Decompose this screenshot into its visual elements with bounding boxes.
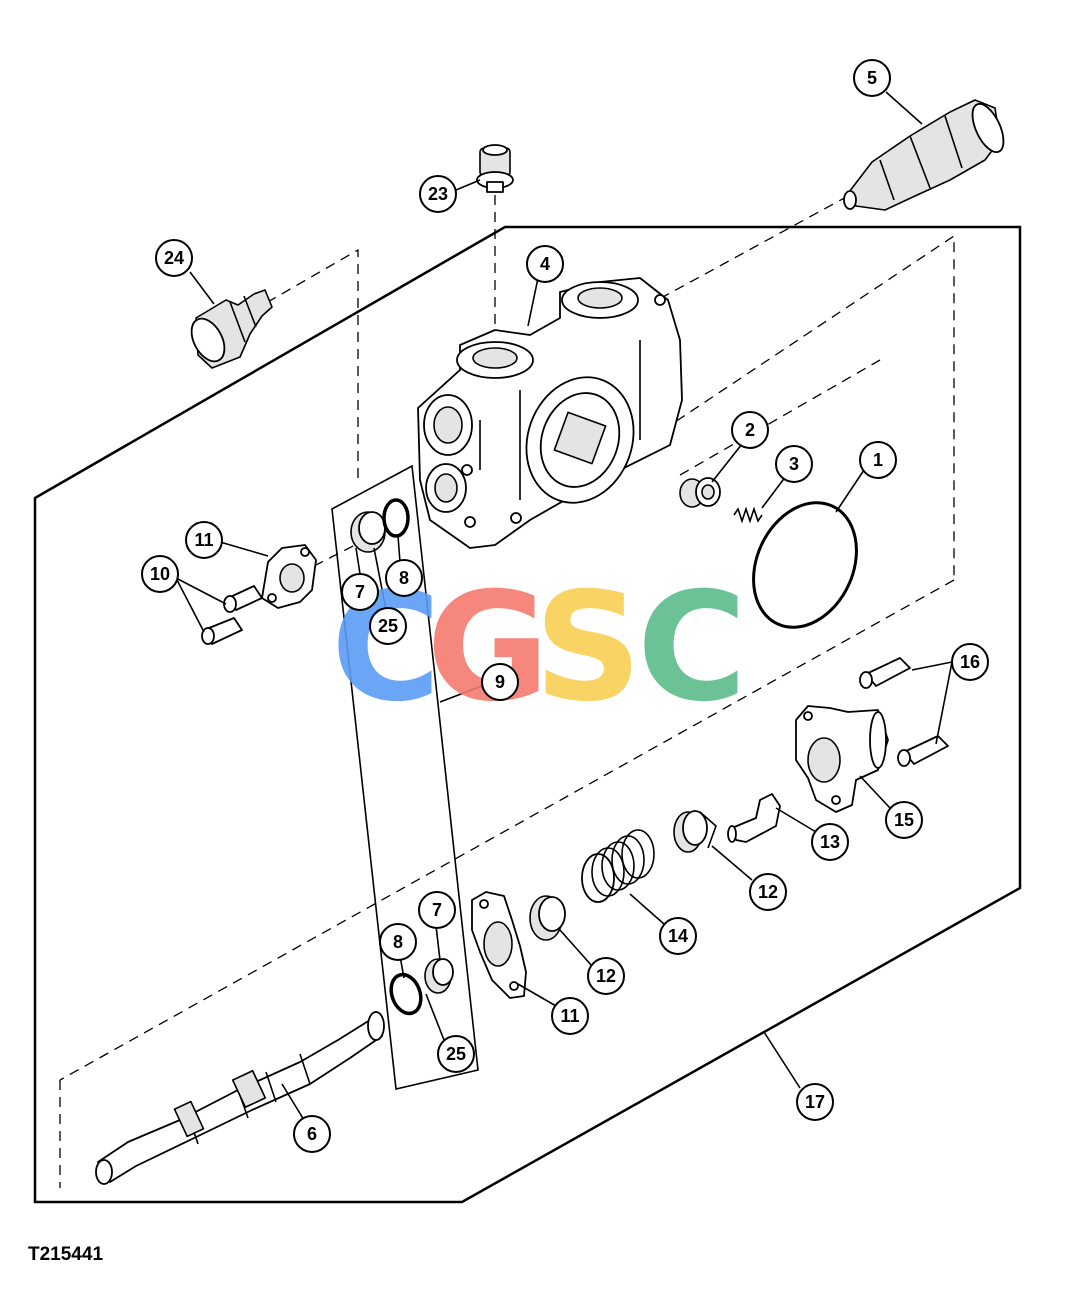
callout-10: 10	[141, 555, 179, 593]
svg-text:4: 4	[540, 254, 550, 274]
retainer-12-right	[673, 810, 717, 853]
callout-16: 16	[951, 643, 989, 681]
leader-lines	[175, 91, 953, 1121]
seat-2	[679, 477, 721, 508]
retainer-12-left	[529, 895, 566, 941]
svg-text:8: 8	[399, 568, 409, 588]
callout-1: 1	[859, 441, 897, 479]
callout-2: 2	[731, 411, 769, 449]
callout-14: 14	[659, 917, 697, 955]
watermark-letter-2: G	[426, 561, 549, 735]
oring-1	[752, 501, 858, 629]
callout-17: 17	[796, 1083, 834, 1121]
svg-text:3: 3	[789, 454, 799, 474]
svg-text:14: 14	[668, 926, 688, 946]
svg-text:23: 23	[428, 184, 448, 204]
svg-text:2: 2	[745, 420, 755, 440]
callout-12-right: 12	[749, 873, 787, 911]
svg-text:16: 16	[960, 652, 980, 672]
svg-text:9: 9	[495, 672, 505, 692]
lower-seals	[389, 958, 454, 1016]
callout-7-upper: 7	[341, 573, 379, 611]
watermark-letter-3: S	[534, 561, 642, 735]
callout-11-upper: 11	[185, 521, 223, 559]
svg-text:1: 1	[873, 450, 883, 470]
svg-text:8: 8	[393, 932, 403, 952]
callout-7-lower: 7	[418, 891, 456, 929]
watermark: C G S C	[331, 561, 747, 735]
callout-4: 4	[526, 245, 564, 283]
dashed-guides	[59, 195, 955, 1188]
callout-6: 6	[293, 1115, 331, 1153]
callout-12-left: 12	[587, 957, 625, 995]
watermark-letter-4: C	[637, 561, 747, 735]
svg-text:17: 17	[805, 1092, 825, 1112]
callout-24: 24	[155, 239, 193, 277]
fitting-23	[476, 144, 514, 193]
flange-11-upper	[261, 544, 317, 609]
callout-8-lower: 8	[379, 923, 417, 961]
callout-5: 5	[853, 59, 891, 97]
callout-8-upper: 8	[385, 559, 423, 597]
upper-seals	[350, 498, 410, 553]
svg-text:10: 10	[150, 564, 170, 584]
spring-3	[733, 506, 763, 524]
svg-text:15: 15	[894, 810, 914, 830]
stopper-13	[727, 793, 781, 843]
spool-6	[95, 1011, 385, 1185]
callout-25-lower: 25	[437, 1035, 475, 1073]
flange-11-lower	[471, 891, 527, 999]
svg-text:11: 11	[560, 1006, 579, 1026]
valve-housing-4	[417, 277, 683, 549]
svg-text:6: 6	[307, 1124, 317, 1144]
seal-kit-outline-9	[331, 464, 479, 1090]
kit-outline-17	[33, 225, 1022, 1204]
svg-text:5: 5	[867, 68, 877, 88]
bolts-10	[201, 585, 263, 645]
svg-text:12: 12	[596, 966, 616, 986]
svg-text:12: 12	[758, 882, 778, 902]
cap-15	[795, 705, 889, 813]
svg-text:24: 24	[164, 248, 184, 268]
relief-valve-5	[843, 99, 1005, 211]
svg-text:7: 7	[355, 582, 365, 602]
svg-text:13: 13	[820, 832, 840, 852]
callout-13: 13	[811, 823, 849, 861]
svg-text:7: 7	[432, 900, 442, 920]
callout-3: 3	[775, 445, 813, 483]
callout-23: 23	[419, 175, 457, 213]
callout-11-lower: 11	[551, 997, 589, 1035]
svg-text:11: 11	[194, 530, 213, 550]
spring-14	[581, 829, 655, 903]
callout-15: 15	[885, 801, 923, 839]
svg-text:25: 25	[446, 1044, 466, 1064]
plug-24	[190, 289, 273, 369]
svg-text:25: 25	[378, 616, 398, 636]
figure-id: T215441	[28, 1244, 104, 1265]
callout-9: 9	[481, 663, 519, 701]
callout-25-upper: 25	[369, 607, 407, 645]
